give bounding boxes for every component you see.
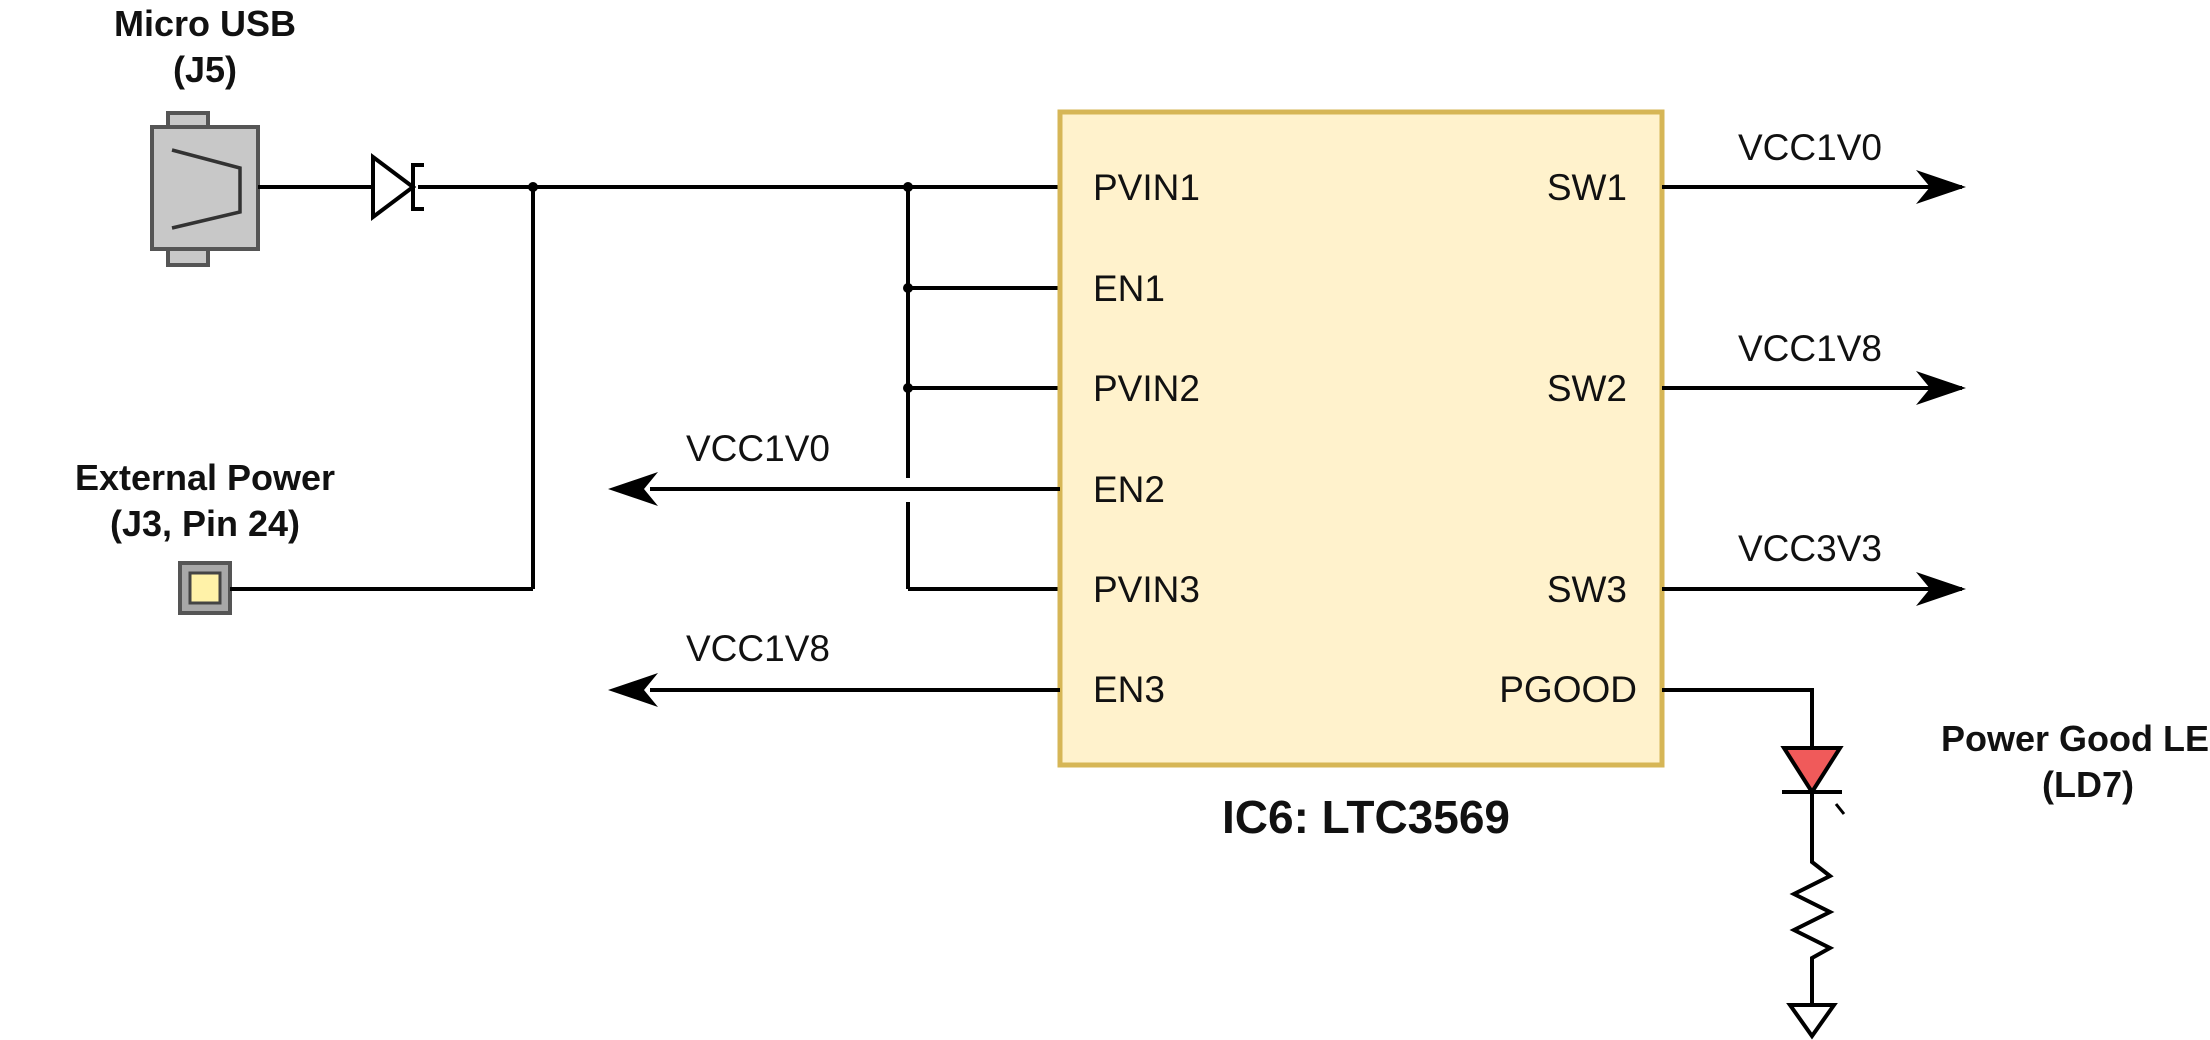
external-power-ref: (J3, Pin 24) [110,503,300,544]
led-ref: (LD7) [2042,764,2134,805]
ground-icon [1786,1003,1838,1040]
pin-pvin2: PVIN2 [1093,368,1200,409]
pgood-wiring [1662,688,1835,1005]
pin-sw3: SW3 [1547,569,1627,610]
net-en2-in: VCC1V0 [686,428,830,469]
output-arrowheads [1916,170,1966,606]
net-sw2-out: VCC1V8 [1738,328,1882,369]
input-wiring [230,185,1060,591]
enable-arrowheads [608,472,658,707]
external-power-pad [178,561,232,615]
led-title: Power Good LED [1941,718,2210,759]
net-sw1-out: VCC1V0 [1738,127,1882,168]
micro-usb-connector [150,111,260,267]
schottky-diode-icon [371,153,424,221]
net-en3-in: VCC1V8 [686,628,830,669]
usb-title: Micro USB [114,3,296,44]
power-good-led-icon [1780,746,1846,815]
pin-en1: EN1 [1093,268,1165,309]
enable-wires [650,487,1060,692]
pin-pvin1: PVIN1 [1093,167,1200,208]
external-power-title: External Power [75,457,335,498]
net-sw3-out: VCC3V3 [1738,528,1882,569]
ic6-label: IC6: LTC3569 [1222,791,1510,843]
usb-ref: (J5) [173,49,237,90]
pin-sw1: SW1 [1547,167,1627,208]
pin-en2: EN2 [1093,469,1165,510]
junction-dots [528,182,913,393]
pin-pgood: PGOOD [1499,669,1637,710]
pin-sw2: SW2 [1547,368,1627,409]
output-arrows [1662,182,1963,594]
ic6-body [1057,109,1665,768]
pin-pvin3: PVIN3 [1093,569,1200,610]
pin-en3: EN3 [1093,669,1165,710]
